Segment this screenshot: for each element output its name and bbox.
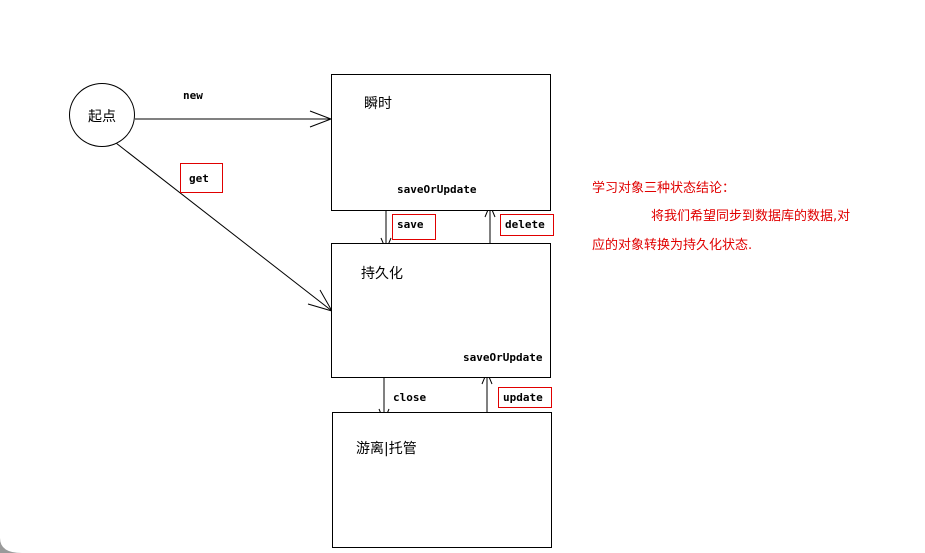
edge-delete-label: delete xyxy=(500,214,554,236)
conclusion-note-line1: 学习对象三种状态结论： xyxy=(592,181,736,196)
edge-get-label: get xyxy=(180,163,223,193)
edge-save-label: save xyxy=(392,214,436,240)
edge-close-label: close xyxy=(393,391,427,404)
conclusion-note-line2: 将我们希望同步到数据库的数据,对 xyxy=(651,209,851,224)
edge-update-label: update xyxy=(498,387,552,408)
edge-get-line xyxy=(115,142,333,312)
page-corner-shadow xyxy=(0,538,22,553)
state-detached-title: 游离|托管 xyxy=(356,441,417,457)
conclusion-note-line3: 应的对象转换为持久化状态. xyxy=(592,238,753,253)
state-detached-box xyxy=(332,412,552,548)
state-transient-title: 瞬时 xyxy=(364,96,392,112)
start-label: 起点 xyxy=(88,109,116,125)
state-transient-box xyxy=(331,74,551,211)
state-persistent-title: 持久化 xyxy=(361,266,403,282)
state-persistent-box xyxy=(331,243,551,378)
state-persistent-footer: saveOrUpdate xyxy=(463,351,543,364)
state-transient-footer: saveOrUpdate xyxy=(397,183,477,196)
edge-new-label: new xyxy=(183,89,203,102)
start-node: 起点 xyxy=(69,83,135,147)
